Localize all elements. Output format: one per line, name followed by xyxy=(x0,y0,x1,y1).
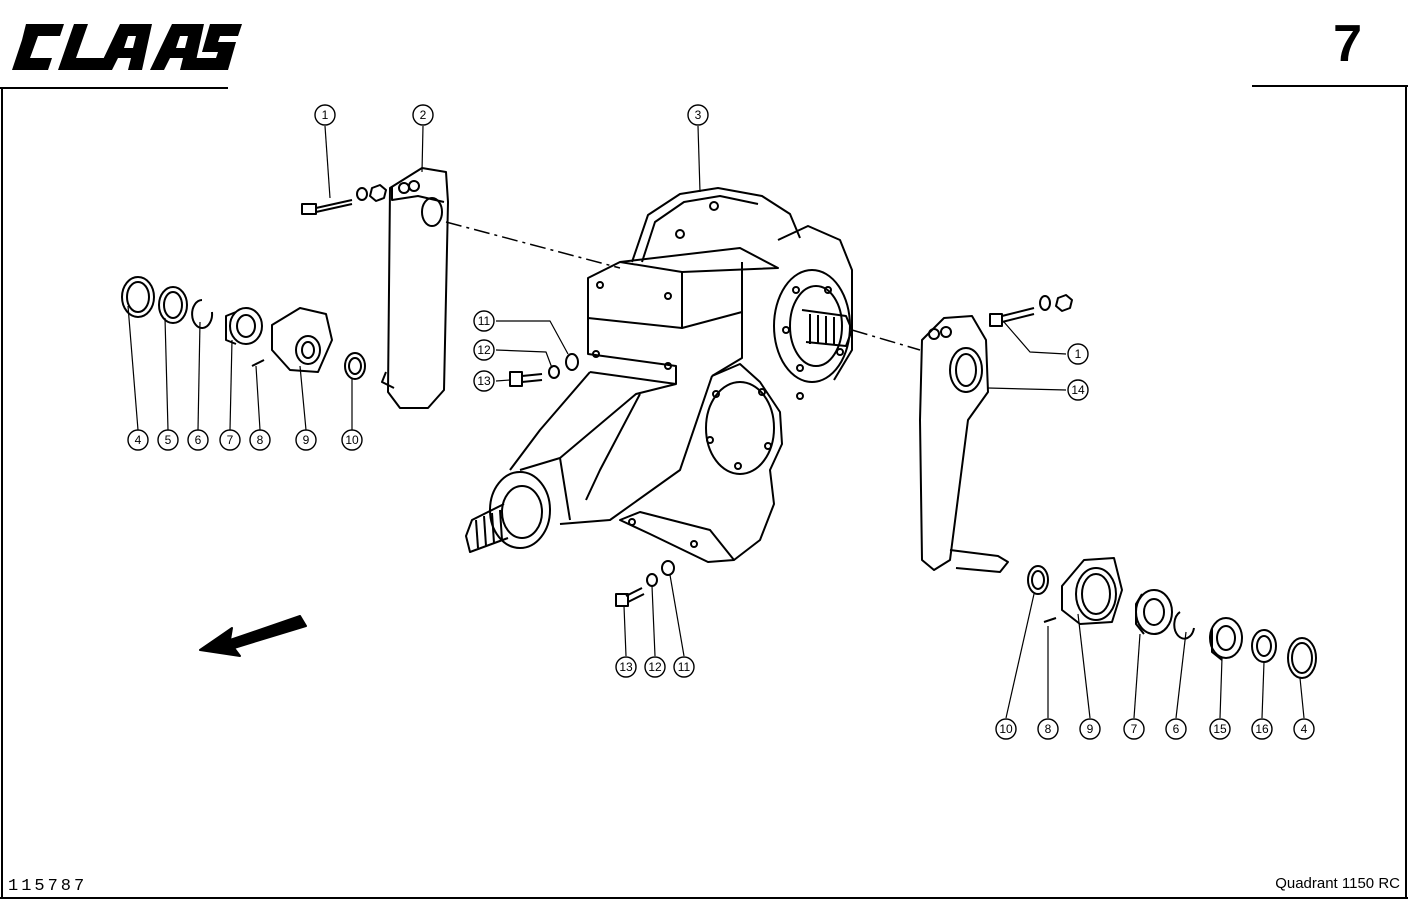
seal-right xyxy=(1027,565,1049,595)
callout-15: 15 xyxy=(1213,722,1227,736)
bearing-housing-left xyxy=(271,307,333,373)
callout-9-left: 9 xyxy=(303,433,310,447)
callout-8-right: 8 xyxy=(1045,722,1052,736)
document-id: 115787 xyxy=(8,877,88,896)
axis-line-right xyxy=(851,329,921,351)
fastener-set-mid-left xyxy=(509,353,579,387)
leader-lines xyxy=(127,125,1305,719)
callout-10-right: 10 xyxy=(999,722,1013,736)
callout-12-bottom: 12 xyxy=(648,660,662,674)
pin-left xyxy=(251,359,265,367)
callout-7-left: 7 xyxy=(227,433,234,447)
callout-9-right: 9 xyxy=(1087,722,1094,736)
bearing-left xyxy=(225,307,263,345)
callout-13-bottom: 13 xyxy=(619,660,633,674)
callout-1-right: 1 xyxy=(1075,347,1082,361)
callout-14: 14 xyxy=(1071,383,1085,397)
circlip-right xyxy=(1287,637,1317,679)
callout-4-right: 4 xyxy=(1301,722,1308,736)
callout-6-left: 6 xyxy=(195,433,202,447)
bushing-right xyxy=(1209,617,1243,661)
lever-arm-left xyxy=(381,167,449,409)
callout-5: 5 xyxy=(165,433,172,447)
callout-4-left: 4 xyxy=(135,433,142,447)
callout-circles xyxy=(127,104,1315,740)
bearing-right xyxy=(1135,589,1173,635)
ring-right xyxy=(1251,629,1277,663)
lever-arm-right xyxy=(919,315,1009,573)
callout-7-right: 7 xyxy=(1131,722,1138,736)
pin-right xyxy=(1043,617,1057,623)
callout-13-mid: 13 xyxy=(477,374,491,388)
bolt-top-left xyxy=(301,184,387,215)
callout-1-top-left: 1 xyxy=(322,108,329,122)
callout-3: 3 xyxy=(695,108,702,122)
bolt-top-right xyxy=(989,294,1073,327)
callout-11-bottom: 11 xyxy=(678,660,691,674)
direction-arrow-icon xyxy=(199,615,307,657)
snap-ring-right xyxy=(1173,611,1195,640)
page-number: 7 xyxy=(1333,15,1362,73)
ring-left xyxy=(158,286,188,324)
snap-ring-left xyxy=(191,299,214,329)
callout-10-left: 10 xyxy=(345,433,359,447)
callout-2: 2 xyxy=(420,108,427,122)
callout-6-right: 6 xyxy=(1173,722,1180,736)
seal-left xyxy=(344,352,366,380)
callout-12-mid: 12 xyxy=(477,343,491,357)
callout-16: 16 xyxy=(1255,722,1269,736)
claas-logo xyxy=(12,24,242,70)
callout-8-left: 8 xyxy=(257,433,264,447)
gearbox-housing xyxy=(465,187,853,563)
callout-11-mid: 11 xyxy=(478,314,491,328)
model-name: Quadrant 1150 RC xyxy=(1275,875,1400,892)
circlip-left xyxy=(121,276,155,318)
bearing-housing-right xyxy=(1061,557,1123,625)
fastener-set-bottom xyxy=(615,560,675,607)
axis-line-left xyxy=(445,221,621,269)
